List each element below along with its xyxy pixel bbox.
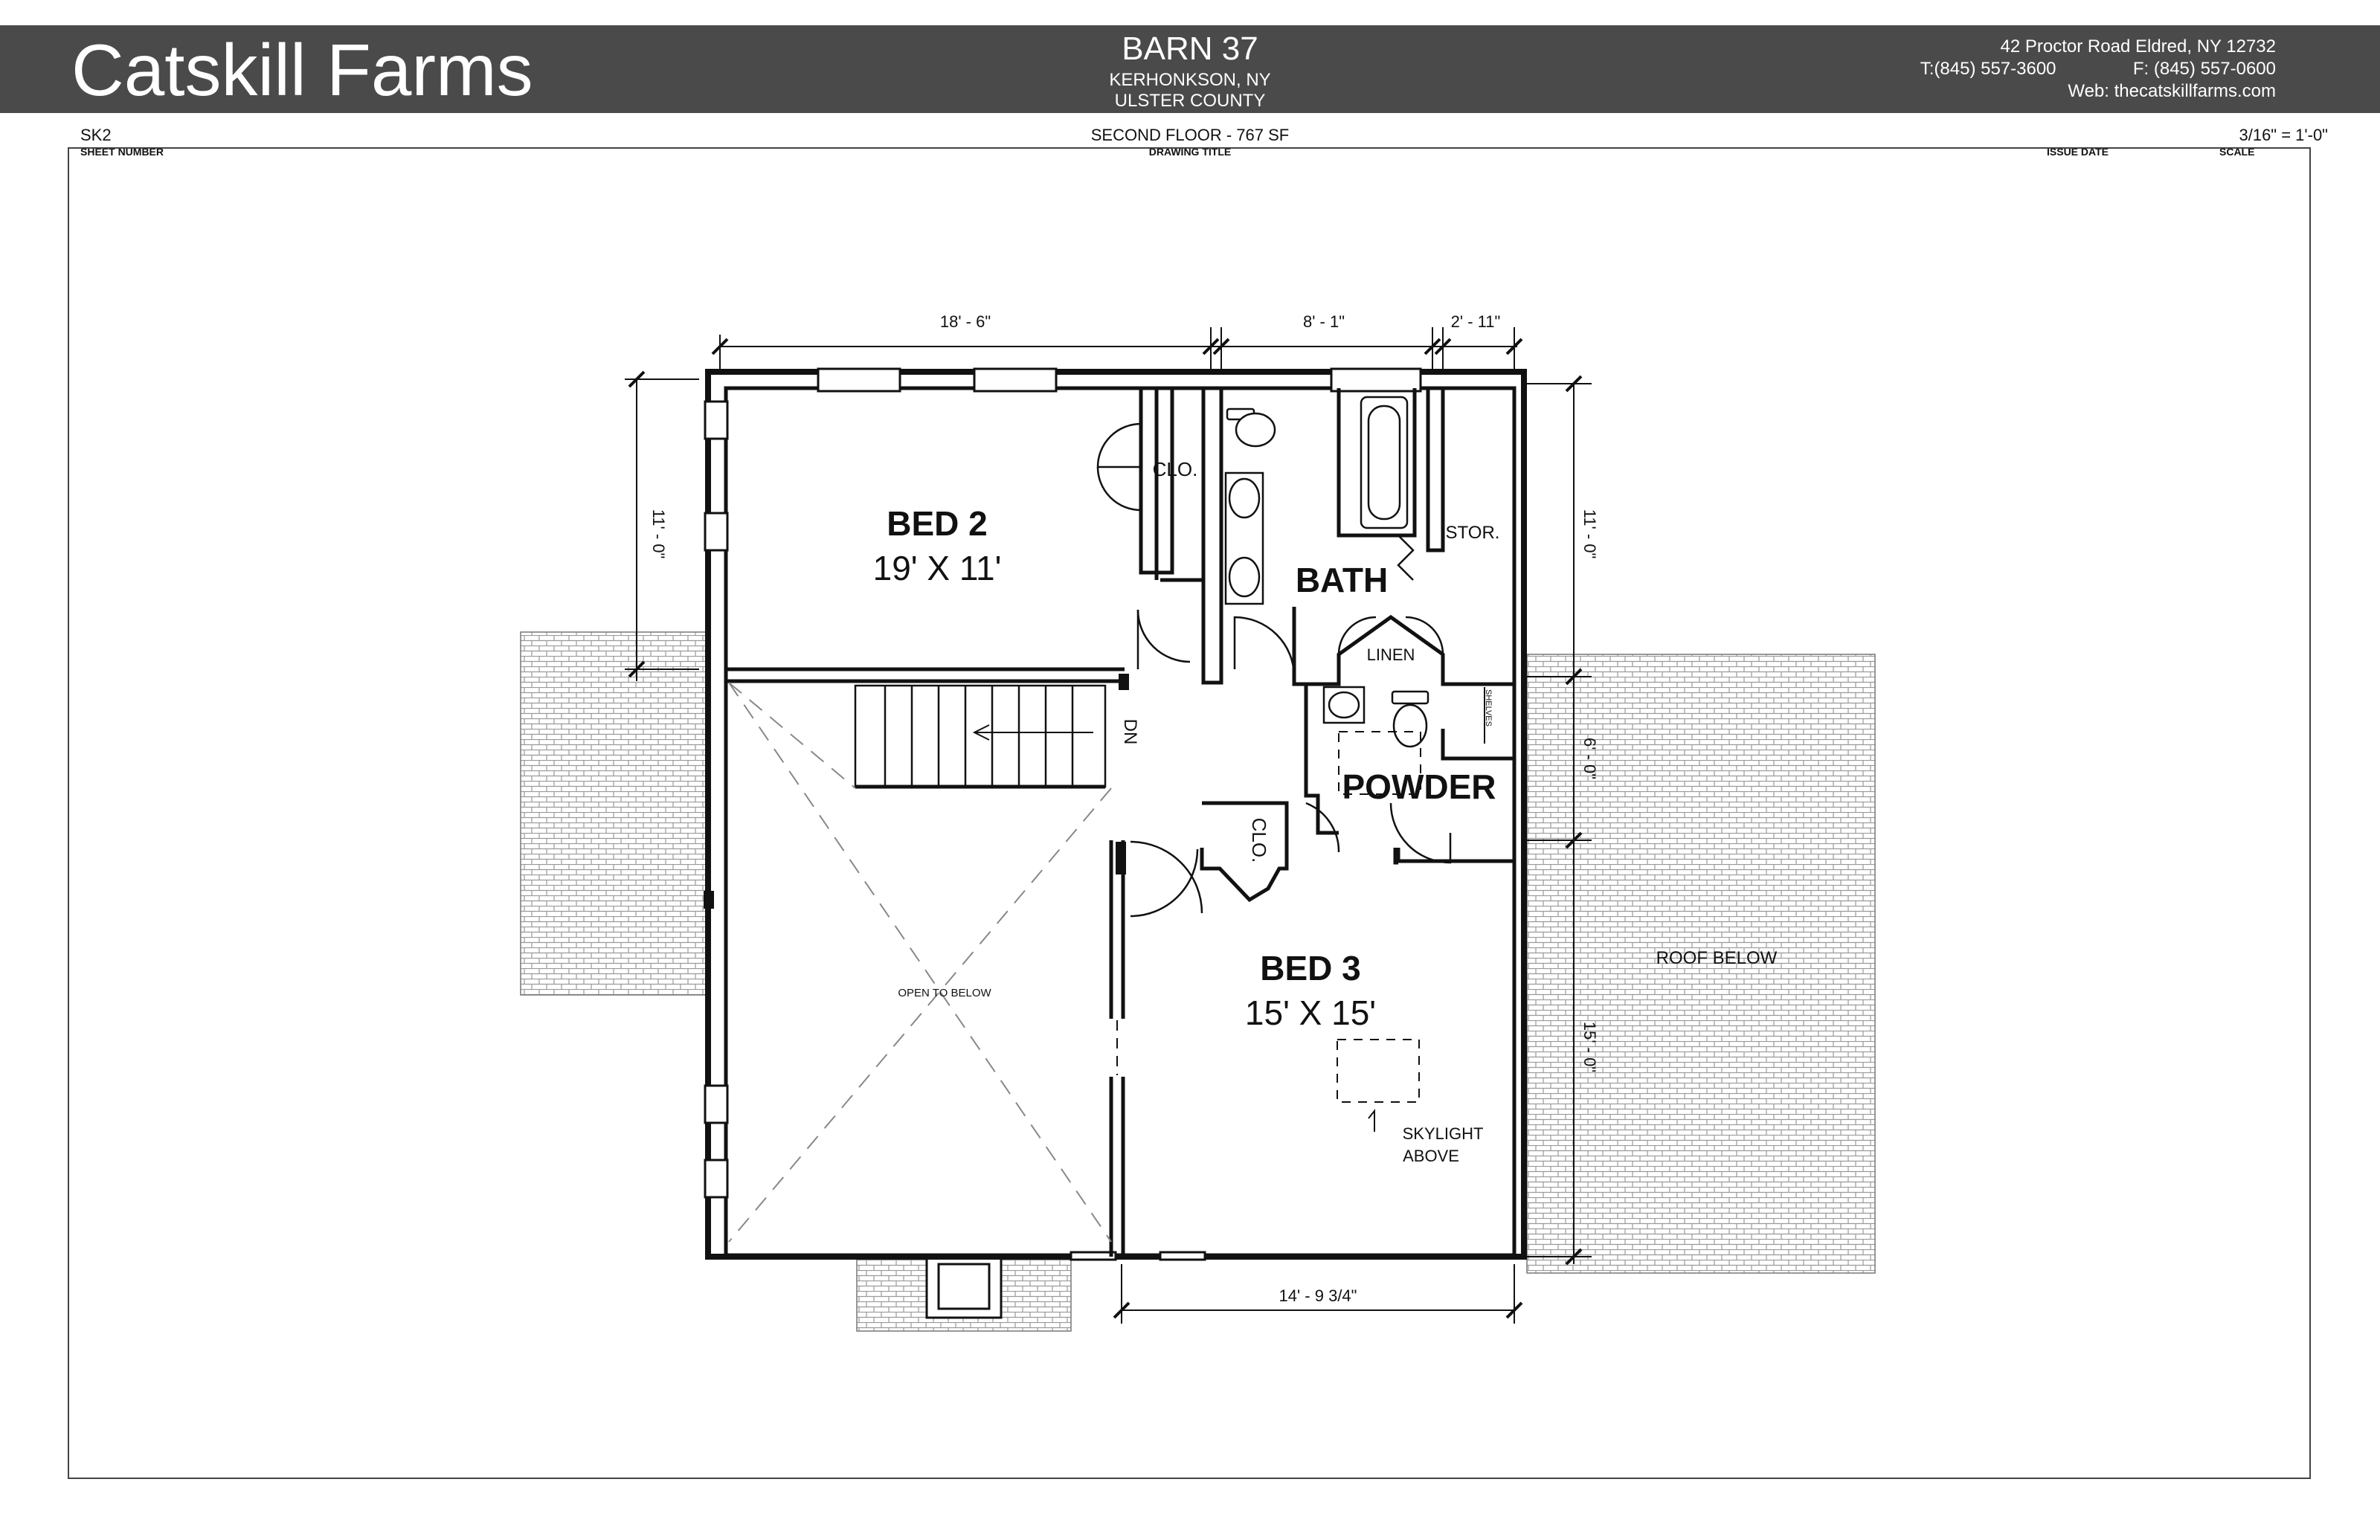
company-phone: T:(845) 557-3600 (1920, 59, 2056, 79)
bath-fixtures (1224, 396, 1429, 748)
project-name: BARN 37 (1122, 30, 1258, 67)
drawing-title: SECOND FLOOR - 767 SF (1090, 126, 1290, 144)
room-bath: BATH (1296, 561, 1388, 599)
roof-below-label: ROOF BELOW (1656, 948, 1778, 968)
sheet-number: SK2 (80, 126, 112, 144)
room-closet-upper: CLO. (1153, 458, 1198, 480)
company-fax: F: (845) 557-0600 (2132, 59, 2276, 79)
interior-walls (726, 387, 1514, 1257)
open-to-below-lines (728, 682, 1112, 1243)
drawing-title-label: DRAWING TITLE (1148, 146, 1232, 158)
dim-top-right: 2' - 11" (1451, 312, 1501, 331)
room-powder: POWDER (1342, 767, 1496, 806)
room-shelves: SHELVES (1484, 689, 1493, 726)
sheet-number-label: SHEET NUMBER (80, 146, 164, 158)
company-brand: Catskill Farms (71, 29, 533, 111)
skylight-arrow (1368, 1109, 1375, 1132)
room-linen: LINEN (1367, 645, 1415, 664)
room-bed2-name: BED 2 (887, 504, 987, 543)
dim-right-mid: 6' - 0" (1580, 738, 1599, 779)
dim-top-mid: 8' - 1" (1303, 312, 1345, 331)
roof-below-left (520, 631, 709, 996)
stair (854, 684, 1107, 789)
room-bed2-size: 19' X 11' (873, 549, 1002, 587)
room-storage: STOR. (1446, 523, 1500, 543)
dim-right-upper: 11' - 0" (1580, 509, 1599, 559)
open-to-below-label: OPEN TO BELOW (898, 987, 991, 999)
stair-dn-label: DN (1120, 719, 1140, 745)
dim-right-lower: 15' - 0" (1580, 1022, 1599, 1072)
room-closet-lower: CLO. (1248, 818, 1270, 863)
room-bed3-name: BED 3 (1260, 949, 1360, 988)
scale-label: SCALE (2219, 146, 2255, 158)
dimension-lines (625, 327, 1592, 1324)
skylight-label-line2: ABOVE (1403, 1147, 1459, 1165)
dim-left: 11' - 0" (649, 509, 668, 559)
door-swings (1096, 422, 1452, 918)
company-web: Web: thecatskillfarms.com (2068, 81, 2276, 101)
title-header: Catskill Farms BARN 37 KERHONKSON, NY UL… (0, 25, 2380, 113)
drawing-frame (68, 147, 2311, 1479)
company-address: 42 Proctor Road Eldred, NY 12732 (2000, 36, 2276, 57)
drawing-scale: 3/16" = 1'-0" (2239, 126, 2328, 144)
skylight-outline (1337, 1039, 1420, 1103)
project-info: BARN 37 KERHONKSON, NY ULSTER COUNTY (1041, 25, 1339, 112)
issue-date-label: ISSUE DATE (2047, 146, 2109, 158)
dim-top-left: 18' - 6" (940, 312, 991, 331)
dimension-ticks (628, 338, 1583, 1319)
windows (704, 367, 1422, 1261)
dim-bottom: 14' - 9 3/4" (1279, 1286, 1357, 1305)
company-contact: 42 Proctor Road Eldred, NY 12732 T:(845)… (1755, 36, 2276, 103)
room-bed3-size: 15' X 15' (1245, 993, 1376, 1032)
project-county: ULSTER COUNTY (1114, 91, 1266, 111)
project-location: KERHONKSON, NY (1109, 70, 1271, 90)
skylight-label-line1: SKYLIGHT (1403, 1124, 1484, 1143)
roof-below-right (1526, 654, 1876, 1274)
